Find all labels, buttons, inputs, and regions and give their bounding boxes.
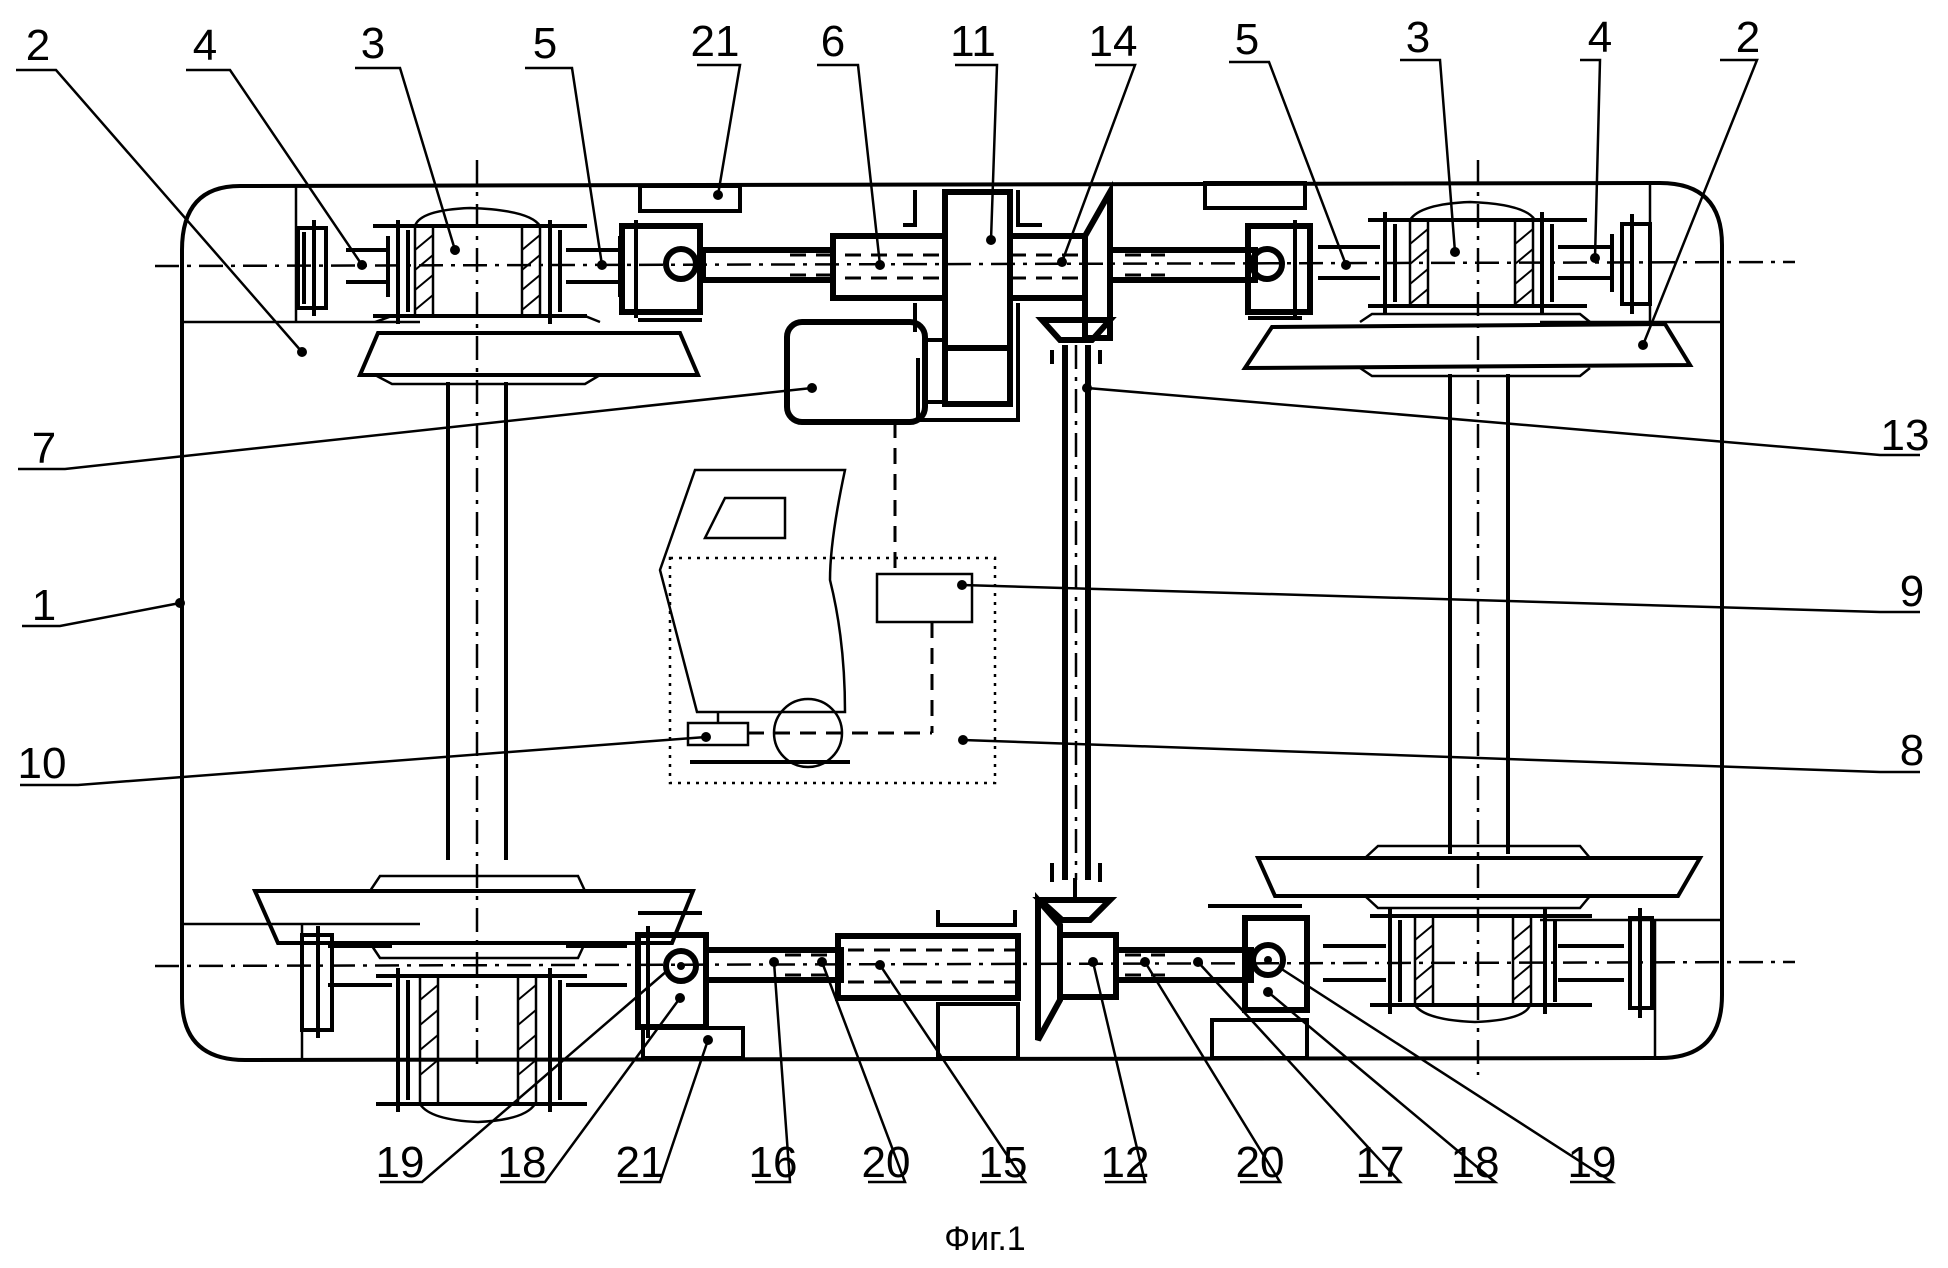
label-bottom-9: 18 [1451,1138,1500,1187]
label-left-2: 10 [18,739,67,788]
label-right-0: 13 [1881,411,1930,460]
label-bottom-3: 16 [749,1138,798,1187]
vertical-shaft-13 [1050,345,1102,882]
label-left-1: 1 [32,581,56,630]
bottom-drive-line [635,878,1310,1060]
label-top-3: 5 [533,19,557,68]
label-bottom-1: 18 [498,1138,547,1187]
label-top-6: 11 [950,17,996,66]
label-bottom-5: 15 [979,1138,1028,1187]
motor-7 [784,319,947,575]
label-bottom-8: 17 [1356,1138,1405,1187]
right-top-wheel-assembly [1241,200,1694,854]
label-bottom-10: 19 [1568,1138,1617,1187]
label-top-10: 4 [1588,13,1612,62]
label-bottom-4: 20 [862,1138,911,1187]
label-top-7: 14 [1089,17,1138,66]
label-top-11: 2 [1736,13,1760,62]
label-bottom-0: 19 [376,1138,425,1187]
label-top-8: 5 [1235,15,1259,64]
label-bottom-6: 12 [1101,1138,1150,1187]
label-bottom-2: 21 [616,1138,665,1187]
right-bottom-wheel-assembly [1254,844,1704,1024]
label-top-4: 21 [691,17,740,66]
label-top-0: 2 [26,21,50,70]
left-top-wheel-assembly [296,206,702,860]
label-left-0: 7 [32,424,56,473]
figure-caption: Фиг.1 [944,1220,1025,1258]
label-top-1: 4 [193,21,217,70]
label-bottom-7: 20 [1236,1138,1285,1187]
centerlines [154,160,1796,1075]
label-right-2: 8 [1900,726,1924,775]
control-system-8 [658,468,997,785]
label-top-5: 6 [821,17,845,66]
left-bottom-wheel-assembly [251,874,696,1124]
reference-numerals: 2 4 3 5 21 6 11 14 5 3 4 2 7 1 10 13 9 8… [18,13,1930,1258]
leader-lines [16,58,1920,1184]
top-drive-line [619,180,1313,422]
label-top-9: 3 [1406,13,1430,62]
label-right-1: 9 [1900,567,1924,616]
label-top-2: 3 [361,19,385,68]
leader-points [175,190,1648,1045]
